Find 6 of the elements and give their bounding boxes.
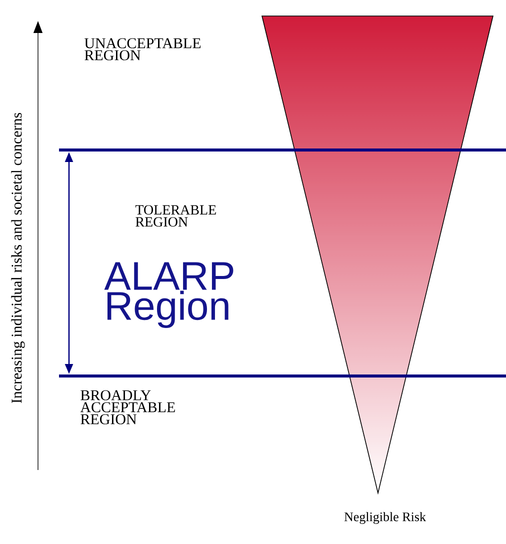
region-label: UNACCEPTABLE REGION — [84, 38, 201, 60]
axis-label: Increasing individual risks and societal concerns — [11, 112, 25, 404]
region-label: TOLERABLE REGION — [135, 205, 216, 227]
region-label: BROADLY ACCEPTABLE REGION — [80, 390, 175, 424]
region-title: ALARP Region — [104, 262, 234, 328]
apex-label: Negligible Risk — [344, 512, 426, 524]
